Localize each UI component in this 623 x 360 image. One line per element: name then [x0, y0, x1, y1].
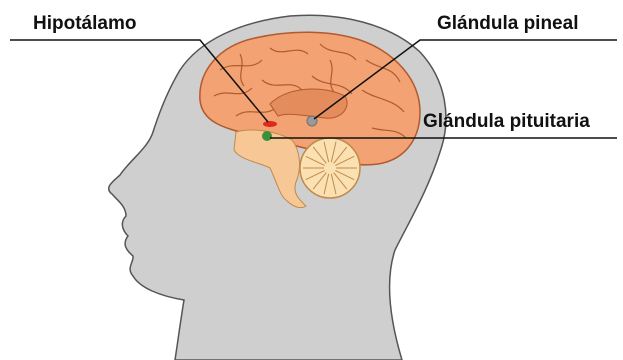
- hypothalamus-marker: [263, 121, 277, 127]
- pituitary-marker: [262, 131, 272, 141]
- hypothalamus-label: Hipotálamo: [33, 14, 136, 33]
- pineal-label: Glándula pineal: [437, 14, 578, 33]
- pituitary-label: Glándula pituitaria: [423, 112, 590, 131]
